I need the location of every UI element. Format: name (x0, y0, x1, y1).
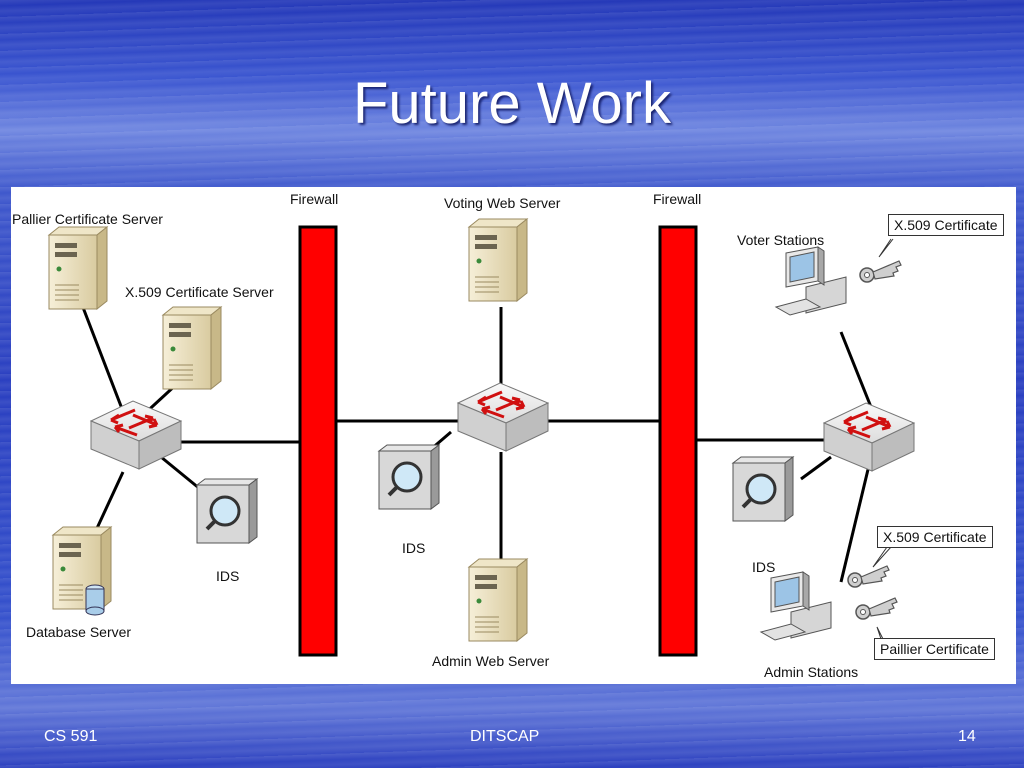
admin-paillier-key-icon (855, 597, 898, 620)
ids-center-label: IDS (402, 540, 426, 556)
footer-page-number: 14 (958, 728, 976, 745)
network-diagram: Pallier Certificate Server X.509 Certifi… (11, 187, 1016, 684)
ids-right-label: IDS (752, 559, 776, 575)
admin-x509-callout: X.509 Certificate (877, 526, 993, 548)
right-switch-icon (822, 401, 916, 473)
slide-title: Future Work (352, 71, 671, 136)
network-diagram-graphics (48, 218, 916, 657)
voter-key-icon (859, 260, 902, 283)
voting-web-server-label: Voting Web Server (444, 195, 561, 211)
admin-web-server-label: Admin Web Server (432, 653, 550, 669)
voter-stations-label: Voter Stations (737, 232, 825, 248)
footer-topic: DITSCAP (470, 728, 540, 745)
admin-x509-key-icon (847, 565, 890, 588)
center-switch-icon (456, 381, 550, 453)
database-server-icon (52, 526, 112, 616)
left-ids-icon (195, 477, 259, 545)
database-server-label: Database Server (26, 624, 132, 640)
x509-cert-server-icon (162, 306, 222, 390)
footer-course: CS 591 (44, 728, 98, 745)
pallier-cert-server-label: Pallier Certificate Server (12, 211, 163, 227)
admin-web-server-icon (468, 558, 528, 642)
center-ids-icon (377, 443, 441, 511)
firewall-right-label: Firewall (653, 191, 702, 207)
x509-cert-server-label: X.509 Certificate Server (125, 284, 274, 300)
voter-station-icon (775, 246, 847, 316)
admin-stations-label: Admin Stations (764, 664, 859, 680)
admin-paillier-callout: Paillier Certificate (874, 638, 995, 660)
voting-web-server-icon (468, 218, 528, 302)
ids-left-label: IDS (216, 568, 240, 584)
admin-station-icon (760, 571, 832, 641)
right-ids-icon (731, 455, 795, 523)
pallier-cert-server-icon (48, 226, 108, 310)
left-switch-icon (89, 399, 183, 471)
voter-x509-callout: X.509 Certificate (888, 214, 1004, 236)
firewall-left-label: Firewall (290, 191, 339, 207)
